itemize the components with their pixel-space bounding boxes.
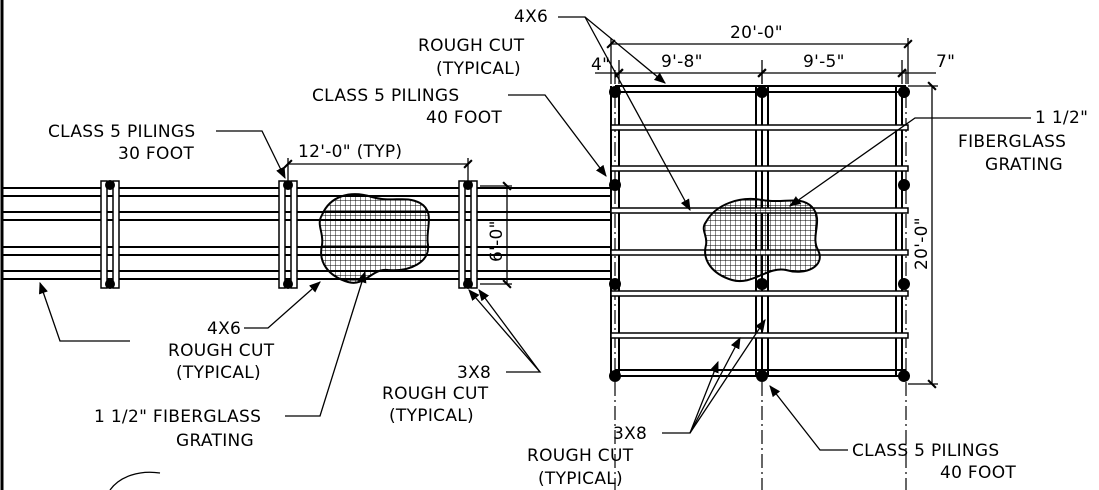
pilings-40-bottom-line1: CLASS 5 PILINGS: [852, 441, 1000, 461]
dimension-20ft-top: 20'-0": [606, 23, 913, 84]
platform: [609, 70, 910, 490]
rough-3x8-mid-line3: (TYPICAL): [389, 406, 474, 426]
callout-3x8-mid: 3X8 ROUGH CUT (TYPICAL): [382, 289, 542, 426]
dimension-9-8: 9'-8": [614, 52, 767, 84]
dim-20ft-side-label: 20'-0": [912, 217, 932, 270]
grating-left-line2: GRATING: [176, 431, 254, 451]
callout-4x6-top: 4X6 ROUGH CUT (TYPICAL): [418, 7, 691, 212]
rough-3x8-bottom-line2: ROUGH CUT: [527, 446, 634, 466]
cross-beam-1: [100, 180, 120, 289]
rough-4x6-left-line1: 4X6: [207, 319, 241, 339]
grating-right-line2: FIBERGLASS: [958, 132, 1066, 152]
pilings-30-line2: 30 FOOT: [118, 144, 194, 164]
dimension-7in: 7": [897, 52, 955, 78]
cross-beam-2: [278, 180, 298, 289]
dim-7in-label: 7": [936, 52, 955, 72]
grating-right-line1: 1 1/2": [1035, 108, 1088, 128]
grating-right-line3: GRATING: [985, 155, 1063, 175]
dim-9-5-label: 9'-5": [803, 52, 845, 72]
pilings-30-line1: CLASS 5 PILINGS: [48, 122, 196, 142]
dimension-9-5: 9'-5": [757, 52, 907, 84]
dimension-20ft-side: 20'-0": [908, 81, 938, 389]
rough-4x6-top-line2: ROUGH CUT: [418, 36, 525, 56]
dim-20ft-top-label: 20'-0": [730, 23, 783, 43]
callout-pilings-40-top: CLASS 5 PILINGS 40 FOOT: [312, 86, 607, 177]
rough-3x8-bottom-line3: (TYPICAL): [538, 469, 623, 489]
grating-hatch-right: [702, 198, 821, 283]
dim-9-8-label: 9'-8": [661, 52, 703, 72]
pilings-40-bottom-line2: 40 FOOT: [940, 463, 1016, 483]
dim-12ft-label: 12'-0" (TYP): [298, 142, 402, 162]
rough-4x6-top-line3: (TYPICAL): [436, 59, 521, 79]
rough-4x6-top-line1: 4X6: [514, 7, 548, 27]
section-bubble: [109, 471, 161, 490]
rough-3x8-mid-line2: ROUGH CUT: [382, 384, 489, 404]
grating-hatch-left: [318, 193, 430, 284]
walkway-pilings: [105, 180, 473, 289]
callout-grating-right: 1 1/2" FIBERGLASS GRATING: [789, 108, 1088, 207]
pilings-40-top-line1: CLASS 5 PILINGS: [312, 86, 460, 106]
grating-left-line1: 1 1/2" FIBERGLASS: [94, 407, 261, 427]
dimension-6ft: 6'-0": [480, 181, 512, 289]
callout-3x8-bottom: 3X8 ROUGH CUT (TYPICAL): [527, 319, 766, 489]
walkway: [3, 180, 612, 289]
dim-6ft-label: 6'-0": [487, 220, 507, 262]
rough-3x8-mid-line1: 3X8: [457, 363, 491, 383]
callout-4x6-left: 4X6 ROUGH CUT (TYPICAL): [39, 281, 321, 383]
dim-4in-label: 4": [591, 55, 610, 75]
callout-pilings-40-bottom: CLASS 5 PILINGS 40 FOOT: [769, 385, 1016, 483]
callout-grating-left: 1 1/2" FIBERGLASS GRATING: [94, 270, 367, 451]
cross-beam-3: [458, 180, 478, 289]
rough-4x6-left-line2: ROUGH CUT: [168, 341, 275, 361]
dimension-12ft: 12'-0" (TYP): [283, 142, 473, 180]
rough-3x8-bottom-line1: 3X8: [613, 424, 647, 444]
pilings-40-top-line2: 40 FOOT: [426, 108, 502, 128]
platform-pilings: [609, 86, 910, 382]
callout-pilings-30: CLASS 5 PILINGS 30 FOOT: [48, 122, 286, 180]
rough-4x6-left-line3: (TYPICAL): [176, 363, 261, 383]
